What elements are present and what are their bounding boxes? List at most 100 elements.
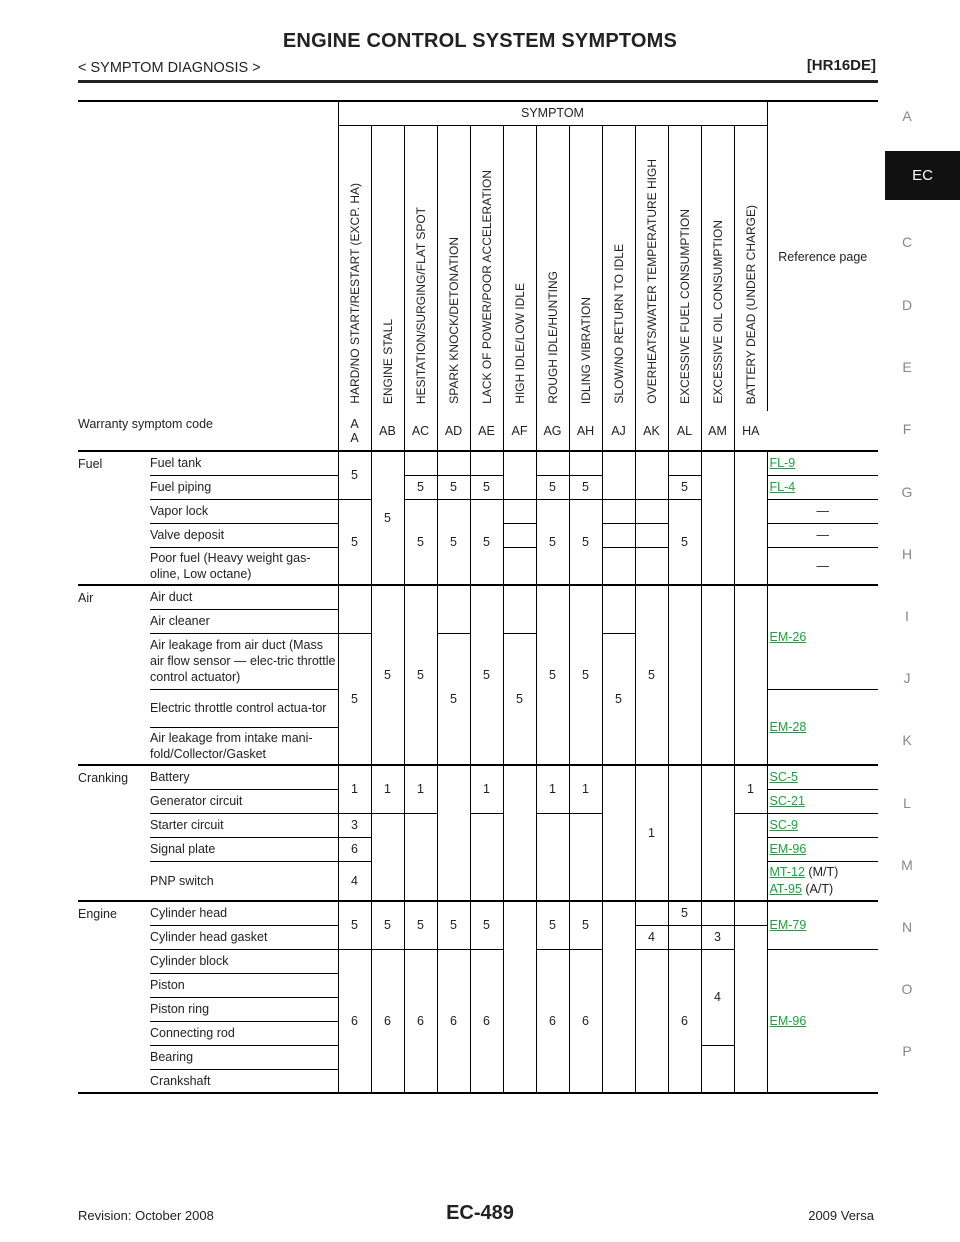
cell: 5	[535, 475, 569, 500]
cell: 6	[469, 948, 503, 1093]
side-index-k[interactable]: K	[902, 732, 912, 748]
cell: 5	[469, 475, 503, 500]
side-index-j[interactable]: J	[903, 670, 911, 686]
ref-sc-5[interactable]: SC-5	[769, 770, 798, 785]
cell: 5	[535, 585, 569, 765]
cell: 6	[337, 948, 371, 1093]
cell: 5	[370, 451, 404, 585]
cell: 6	[535, 948, 569, 1093]
ref-dash: —	[766, 547, 878, 585]
cell: 5	[667, 475, 701, 500]
ref-fl-4[interactable]: FL-4	[769, 480, 796, 494]
ref-mt-note: (M/T)	[804, 864, 839, 879]
cell: 5	[601, 632, 635, 765]
header-blank	[78, 101, 338, 411]
ref-em-96[interactable]: EM-96	[769, 842, 807, 856]
code-ab: AB	[370, 411, 404, 451]
cell: 1	[370, 765, 404, 814]
cell: 6	[370, 948, 404, 1093]
cell: 1	[403, 765, 437, 814]
symptom-slow-return: SLOW/NO RETURN TO IDLE	[611, 244, 626, 404]
item-piston-ring: Piston ring	[150, 997, 338, 1022]
side-index-l[interactable]: L	[903, 795, 911, 811]
group-fuel: Fuel	[78, 457, 103, 471]
side-index-d[interactable]: D	[901, 297, 913, 313]
code-al: AL	[667, 411, 701, 451]
ref-fl-9[interactable]: FL-9	[769, 456, 796, 471]
cell: 5	[502, 632, 536, 765]
code-ad: AD	[436, 411, 470, 451]
ref-em-79[interactable]: EM-79	[769, 918, 807, 933]
cell: 6	[568, 948, 602, 1093]
warranty-label: Warranty symptom code	[78, 417, 213, 431]
cell: 5	[634, 585, 668, 765]
cell: 5	[469, 585, 503, 765]
cell: 1	[469, 765, 503, 814]
item-battery: Battery	[150, 765, 338, 790]
item-crankshaft: Crankshaft	[150, 1073, 211, 1088]
ref-sc-21[interactable]: SC-21	[769, 794, 805, 808]
cell: 5	[370, 585, 404, 765]
cell: 5	[403, 901, 437, 949]
cell: 5	[337, 451, 371, 499]
symptom-high-idle: HIGH IDLE/LOW IDLE	[512, 283, 527, 404]
cell: 5	[337, 901, 371, 949]
item-connecting-rod: Connecting rod	[150, 1021, 338, 1046]
cell: 5	[667, 499, 701, 585]
cell: 3	[700, 925, 734, 950]
side-index-p[interactable]: P	[902, 1043, 912, 1059]
symptom-table: SYMPTOM Reference page HARD/NO START/RES…	[78, 100, 878, 1094]
ref-mt-12[interactable]: MT-12	[769, 864, 805, 879]
item-air-leak-duct: Air leakage from air duct (Mass air flow…	[150, 633, 338, 690]
item-signal-plate: Signal plate	[150, 837, 338, 862]
cell: 1	[568, 765, 602, 814]
item-fuel-tank: Fuel tank	[150, 451, 338, 476]
ref-sc-9[interactable]: SC-9	[769, 818, 798, 832]
ref-dash: —	[766, 499, 878, 524]
cell: 5	[370, 901, 404, 949]
side-index-g[interactable]: G	[901, 484, 913, 500]
side-index-n[interactable]: N	[901, 919, 913, 935]
cell: 1	[634, 765, 668, 901]
page-title: ENGINE CONTROL SYSTEM SYMPTOMS	[282, 30, 678, 52]
item-air-duct: Air duct	[150, 585, 338, 610]
page-number: EC-489	[446, 1202, 514, 1224]
item-bearing: Bearing	[150, 1045, 338, 1070]
ref-em-26[interactable]: EM-26	[769, 630, 807, 645]
side-index-h[interactable]: H	[901, 546, 913, 562]
symptom-battery-dead: BATTERY DEAD (UNDER CHARGE)	[743, 204, 758, 404]
cell: 5	[436, 901, 470, 949]
ref-em-96-engine[interactable]: EM-96	[769, 1013, 807, 1028]
item-air-leak-intake: Air leakage from intake mani-fold/Collec…	[150, 730, 313, 761]
item-cylinder-block: Cylinder block	[150, 949, 338, 974]
side-index-f[interactable]: F	[902, 421, 912, 437]
side-index-c[interactable]: C	[901, 234, 913, 250]
symptom-rough-idle: ROUGH IDLE/HUNTING	[545, 271, 560, 404]
item-valve-deposit: Valve deposit	[150, 523, 338, 548]
side-index-e[interactable]: E	[902, 359, 912, 375]
item-pnp-switch: PNP switch	[150, 873, 214, 888]
ref-em-28[interactable]: EM-28	[769, 719, 807, 734]
cell: 5	[436, 475, 470, 500]
symptom-excess-fuel: EXCESSIVE FUEL CONSUMPTION	[677, 209, 692, 404]
ref-at-95[interactable]: AT-95	[769, 881, 802, 896]
symptom-idling-vibration: IDLING VIBRATION	[578, 296, 593, 404]
group-engine: Engine	[78, 907, 117, 921]
cell: 1	[535, 765, 569, 814]
symptom-lack-power: LACK OF POWER/POOR ACCELERATION	[479, 170, 494, 404]
side-index-m[interactable]: M	[901, 857, 913, 873]
item-generator: Generator circuit	[150, 789, 338, 814]
side-tab-ec[interactable]: EC	[885, 151, 960, 200]
cell: 6	[436, 948, 470, 1093]
code-ak: AK	[634, 411, 668, 451]
cell: 6	[403, 948, 437, 1093]
cell: 1	[733, 765, 767, 814]
side-index-o[interactable]: O	[901, 981, 913, 997]
symptom-hesitation: HESITATION/SURGING/FLAT SPOT	[413, 206, 428, 404]
side-index-a[interactable]: A	[902, 108, 912, 124]
cell: 5	[568, 901, 602, 949]
cell: 1	[337, 765, 371, 814]
side-index-i[interactable]: I	[905, 608, 909, 624]
header-rule	[78, 80, 878, 83]
item-starter: Starter circuit	[150, 813, 338, 838]
